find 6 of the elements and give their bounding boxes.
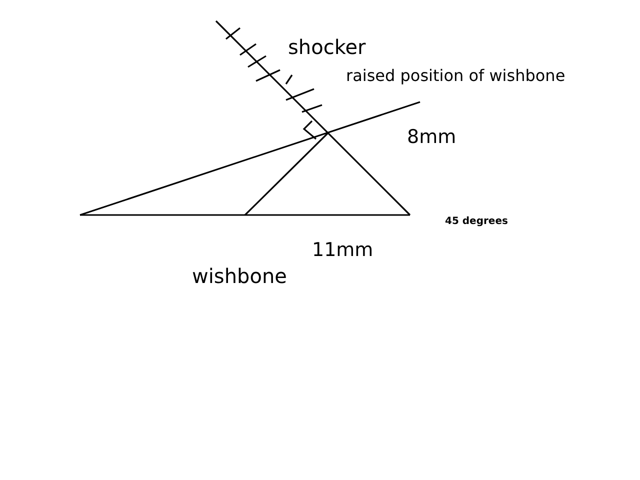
part-label: raised position of wishbone [346, 68, 566, 84]
dimension-label: 8mm [407, 128, 456, 147]
part-label: wishbone [192, 266, 287, 286]
part-label: shocker [288, 37, 366, 57]
angle-label: 45 degrees [445, 217, 508, 227]
dimension-label: 11mm [312, 241, 374, 260]
